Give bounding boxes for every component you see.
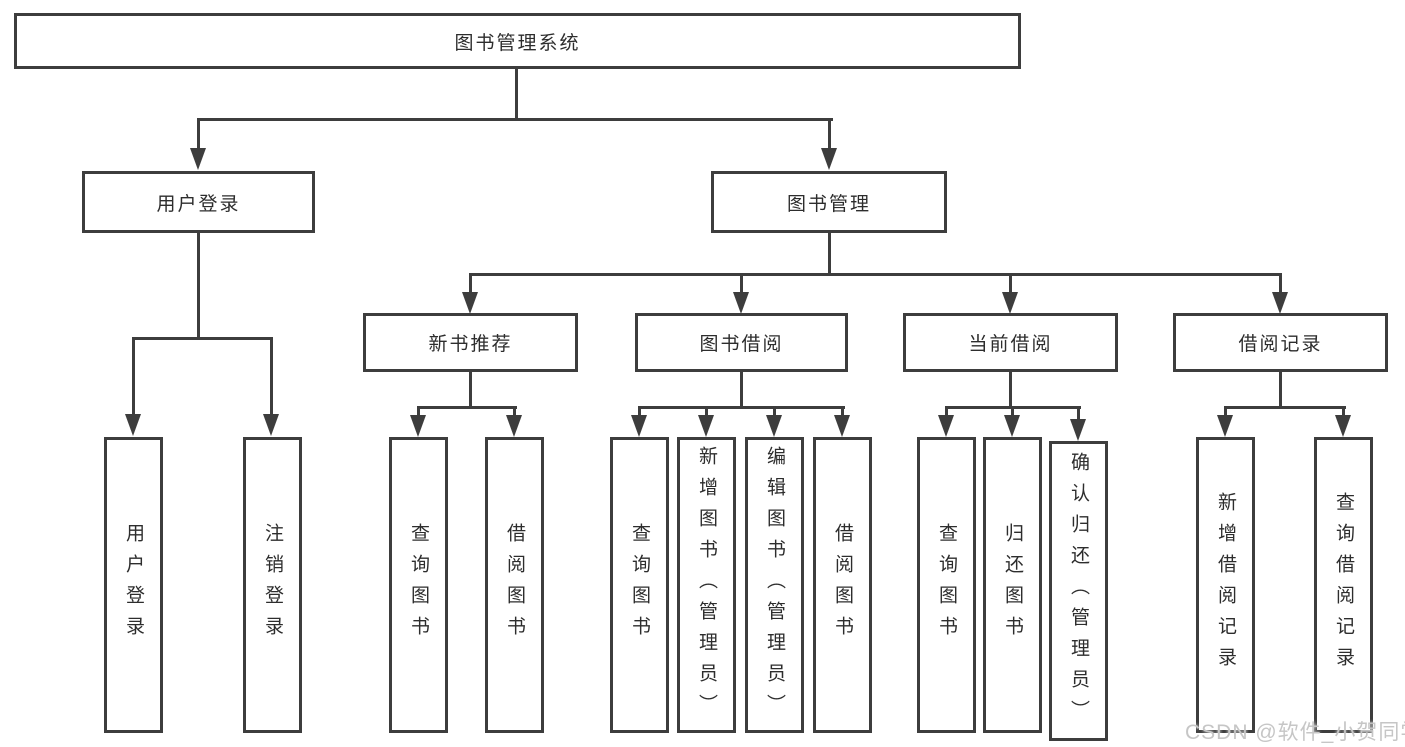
node-query-books-recommend-label: 查询图书 [408,523,429,647]
connector-line [1009,273,1012,295]
connector-line [1009,372,1012,409]
connector-arrow-down [821,148,837,170]
node-query-books-current: 查询图书 [917,437,976,733]
node-logout-leaf-label: 注销登录 [262,523,283,647]
node-add-borrow-record: 新增借阅记录 [1196,437,1255,733]
connector-line [638,406,641,417]
connector-arrow-down [631,415,647,437]
connector-line [1077,406,1080,420]
connector-line [469,273,1282,276]
connector-arrow-down [766,415,782,437]
connector-line [469,372,472,409]
node-borrow-books-label: 借阅图书 [832,523,853,647]
connector-line [132,337,135,416]
connector-arrow-down [462,292,478,314]
node-add-borrow-record-label: 新增借阅记录 [1215,492,1236,678]
connector-arrow-down [125,414,141,436]
node-user-login: 用户登录 [82,171,315,233]
connector-line [469,273,472,295]
node-borrow-records-label: 借阅记录 [1238,334,1323,355]
node-return-book-label: 归还图书 [1002,523,1023,647]
connector-line [1279,372,1282,409]
connector-arrow-down [1004,415,1020,437]
connector-arrow-down [938,415,954,437]
node-new-book-recommend: 新书推荐 [363,313,578,372]
node-book-borrow-label: 图书借阅 [699,334,784,355]
connector-line [945,406,948,417]
connector-line [638,406,845,409]
node-query-books-recommend: 查询图书 [389,437,448,733]
connector-arrow-down [733,292,749,314]
connector-line [828,233,831,276]
node-confirm-return-admin: 确认归还（管理员） [1049,441,1108,741]
connector-line [417,406,517,409]
node-borrow-records: 借阅记录 [1173,313,1388,372]
connector-line [740,273,743,295]
node-add-book-admin-label: 新增图书（管理员） [696,445,717,725]
connector-line [513,406,516,417]
node-query-books-borrow: 查询图书 [610,437,669,733]
node-root-label: 图书管理系统 [454,32,581,54]
node-book-management: 图书管理 [711,171,947,233]
node-edit-book-admin: 编辑图书（管理员） [745,437,804,733]
connector-line [1224,406,1227,417]
node-new-book-recommend-label: 新书推荐 [428,334,513,355]
connector-line [417,406,420,417]
node-login-leaf: 用户登录 [104,437,163,733]
connector-arrow-down [410,415,426,437]
node-return-book: 归还图书 [983,437,1042,733]
node-query-books-borrow-label: 查询图书 [629,523,650,647]
connector-line [197,118,833,121]
connector-line [132,337,273,340]
connector-arrow-down [1272,292,1288,314]
node-borrow-books-recommend-label: 借阅图书 [504,523,525,647]
node-book-borrow: 图书借阅 [635,313,848,372]
connector-arrow-down [1217,415,1233,437]
node-book-management-label: 图书管理 [786,193,871,215]
connector-arrow-down [190,148,206,170]
connector-arrow-down [1002,292,1018,314]
connector-arrow-down [1335,415,1351,437]
node-confirm-return-admin-label: 确认归还（管理员） [1068,451,1089,731]
node-login-leaf-label: 用户登录 [123,523,144,647]
node-root: 图书管理系统 [14,13,1021,69]
connector-line [197,233,200,340]
node-borrow-books: 借阅图书 [813,437,872,733]
node-logout-leaf: 注销登录 [243,437,302,733]
connector-line [515,69,518,121]
node-query-borrow-record: 查询借阅记录 [1314,437,1373,733]
node-edit-book-admin-label: 编辑图书（管理员） [764,445,785,725]
connector-line [841,406,844,417]
connector-arrow-down [506,415,522,437]
connector-line [1011,406,1014,417]
connector-line [740,372,743,409]
connector-line [270,337,273,416]
node-user-login-label: 用户登录 [156,193,241,215]
node-query-borrow-record-label: 查询借阅记录 [1333,492,1354,678]
connector-arrow-down [1070,419,1086,441]
connector-arrow-down [263,414,279,436]
connector-line [197,118,200,150]
node-current-borrow-label: 当前借阅 [968,334,1053,355]
node-query-books-current-label: 查询图书 [936,523,957,647]
connector-line [705,406,708,417]
connector-line [1342,406,1345,417]
node-current-borrow: 当前借阅 [903,313,1118,372]
connector-arrow-down [834,415,850,437]
connector-line [828,118,831,150]
node-borrow-books-recommend: 借阅图书 [485,437,544,733]
connector-arrow-down [698,415,714,437]
connector-line [773,406,776,417]
csdn-watermark: CSDN @软件_小贺同学 [1185,721,1405,744]
connector-line [1279,273,1282,295]
connector-line [1224,406,1346,409]
node-add-book-admin: 新增图书（管理员） [677,437,736,733]
